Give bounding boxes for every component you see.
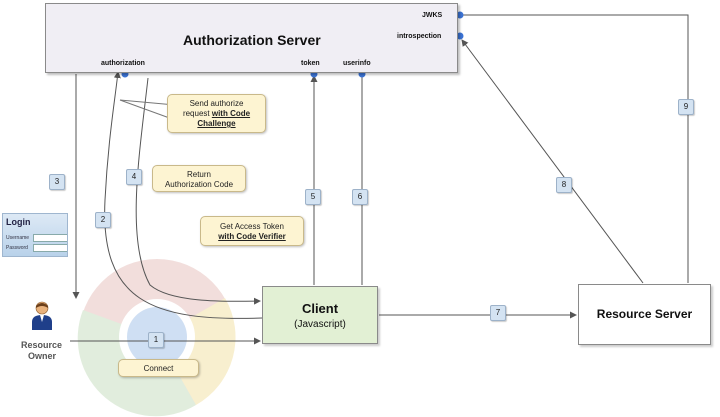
client-title: Client (301, 301, 339, 316)
resource-server-title: Resource Server (596, 307, 693, 321)
resource-owner-label-line1: Resource (21, 340, 63, 350)
callout-authorize-bold1: with Code (211, 109, 251, 118)
callout-authorize-line2: request with Code (168, 109, 265, 119)
callout-return-line2: Authorization Code (164, 180, 234, 189)
login-username-label: Username (6, 235, 30, 241)
authorization-server-title: Authorization Server (183, 32, 321, 48)
flow-8-line (461, 39, 644, 284)
port-introspection-label: introspection (397, 33, 442, 40)
callout-connect: Connect (118, 359, 199, 377)
client-subtitle: (Javascript) (294, 319, 346, 330)
callout-token-line1: Get Access Token (220, 222, 284, 231)
step-badge-2: 2 (95, 212, 111, 228)
callout-return-code: Return Authorization Code (152, 165, 246, 192)
resource-owner-label-line2: Owner (28, 351, 57, 361)
step-badge-8: 8 (556, 177, 572, 193)
callout-pointer (119, 99, 176, 106)
login-password-field (33, 244, 67, 252)
step-badge-9: 9 (678, 99, 694, 115)
step-badge-6: 6 (352, 189, 368, 205)
flow-4-line (135, 77, 261, 305)
step-badge-1: 1 (148, 332, 164, 348)
callout-access-token: Get Access Token with Code Verifier (200, 216, 304, 246)
step-badge-3: 3 (49, 174, 65, 190)
callout-authorize-request: Send authorize request with Code Challen… (167, 94, 266, 133)
callout-pointer (119, 99, 176, 121)
callout-return-line1: Return (186, 170, 211, 179)
resource-owner-icon (32, 301, 52, 330)
port-jwks-label: JWKS (422, 12, 443, 19)
port-authorization-label: authorization (101, 60, 145, 67)
callout-token-line2: with Code Verifier (201, 232, 303, 242)
step-badge-4: 4 (126, 169, 142, 185)
login-form-image: Login Username Password (2, 213, 68, 257)
port-jwks-dot (456, 11, 464, 19)
login-title: Login (6, 217, 31, 227)
login-username-field (33, 234, 67, 242)
step-badge-7: 7 (490, 305, 506, 321)
callout-authorize-line2-text: request (182, 109, 212, 118)
callout-authorize-bold2: Challenge (197, 119, 236, 128)
callout-connect-text: Connect (143, 364, 174, 373)
flow-9-line (462, 14, 689, 283)
authorization-server-box: Authorization Server authorization token… (45, 3, 458, 73)
port-userinfo-label: userinfo (343, 60, 371, 67)
step-badge-5: 5 (305, 189, 321, 205)
callout-authorize-line1: Send authorize (189, 99, 244, 108)
port-token-label: token (301, 60, 320, 67)
client-box: Client (Javascript) (262, 286, 378, 344)
port-introspection-dot (456, 32, 464, 40)
login-password-label: Password (6, 245, 28, 251)
resource-server-box: Resource Server (578, 284, 711, 345)
callout-authorize-line3: Challenge (168, 119, 265, 129)
callout-token-bold: with Code Verifier (218, 232, 286, 241)
